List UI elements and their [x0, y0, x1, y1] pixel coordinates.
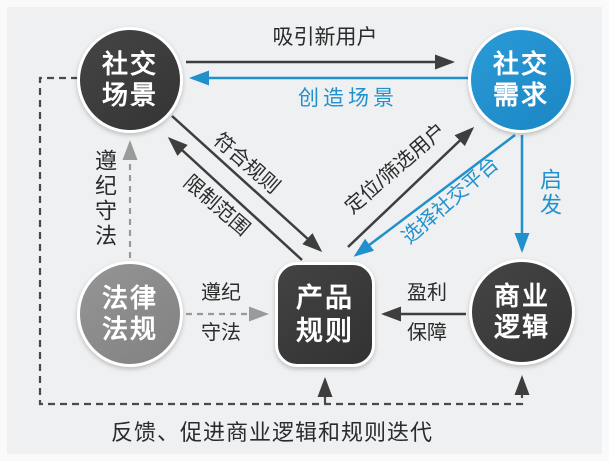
node-social-demand-line1: 社交 — [492, 48, 549, 79]
label-attract-new-users: 吸引新用户 — [272, 26, 378, 49]
label-obey-laws-mid: 遵纪 守法 — [201, 273, 241, 353]
comply-rules-line — [171, 115, 323, 253]
node-laws: 法律 法规 — [77, 261, 183, 367]
node-laws-line1: 法律 — [101, 282, 158, 313]
node-product-rules: 产品 规则 — [275, 262, 375, 367]
label-obey-laws-mid-line2: 守法 — [201, 322, 241, 344]
label-create-scene: 创造场景 — [298, 87, 398, 110]
label-profit-line2: 保障 — [407, 322, 447, 344]
position-filter-users-line — [347, 126, 475, 248]
feedback-loop-line — [38, 76, 530, 406]
choose-social-platform-line — [353, 134, 516, 257]
node-social-scene: 社交 场景 — [77, 27, 183, 133]
node-business-logic-line1: 商业 — [493, 280, 550, 311]
label-obey-laws-mid-line1: 遵纪 — [201, 282, 241, 304]
label-inspire: 启发 — [537, 168, 562, 218]
limit-scope-line — [167, 136, 303, 261]
label-profit-line1: 盈利 — [407, 282, 447, 304]
node-social-demand: 社交 需求 — [468, 27, 574, 133]
node-social-scene-line2: 场景 — [101, 80, 158, 110]
node-business-logic-line2: 逻辑 — [493, 312, 550, 342]
node-laws-line2: 法规 — [101, 314, 158, 344]
label-obey-laws-vertical: 遵纪守法 — [92, 149, 117, 249]
label-feedback-caption: 反馈、促进商业逻辑和规则迭代 — [110, 420, 434, 445]
node-business-logic: 商业 逻辑 — [469, 259, 575, 365]
node-social-scene-line1: 社交 — [101, 48, 158, 79]
node-product-rules-line1: 产品 — [296, 283, 354, 314]
label-profit-guarantee: 盈利 保障 — [407, 273, 447, 353]
node-social-demand-line2: 需求 — [492, 80, 549, 110]
node-product-rules-line2: 规则 — [296, 315, 354, 346]
